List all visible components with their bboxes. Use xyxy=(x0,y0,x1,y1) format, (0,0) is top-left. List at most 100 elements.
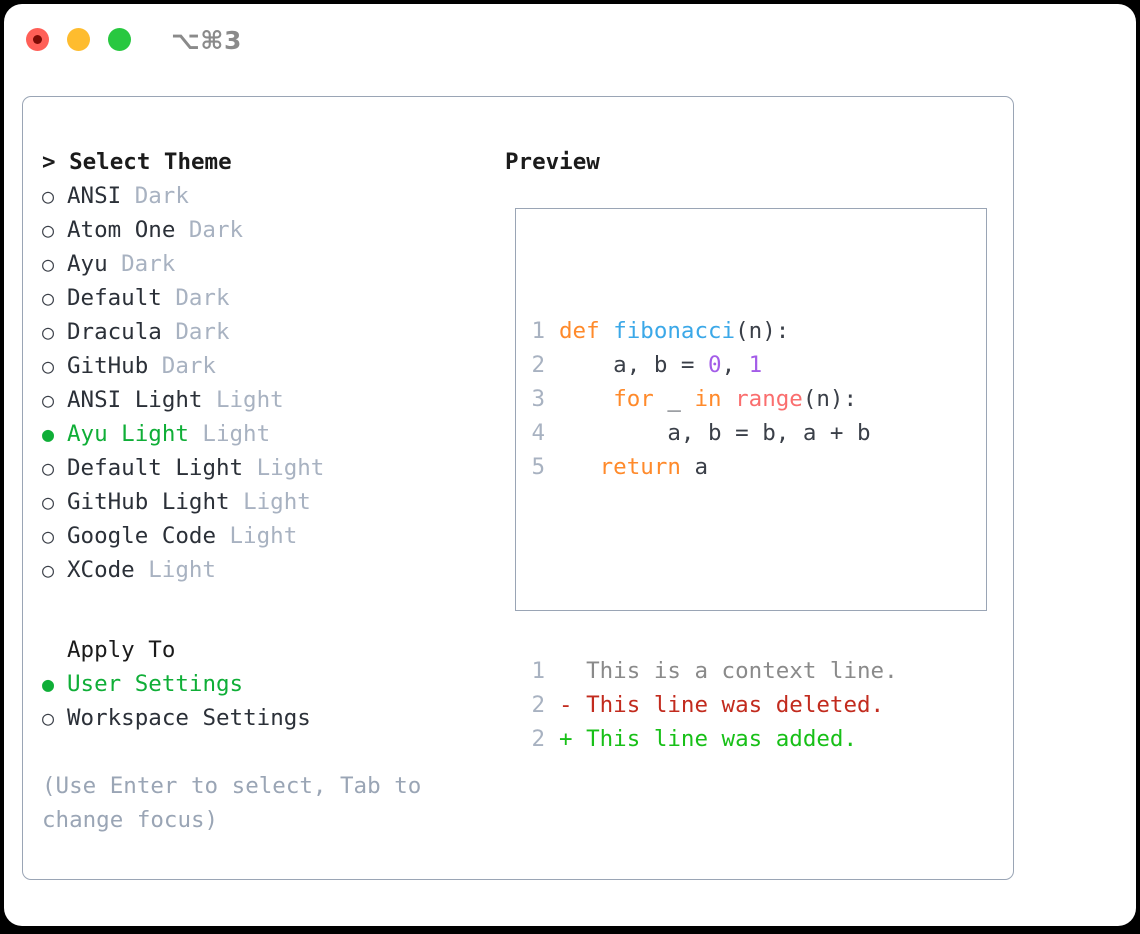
diff-line-text: - This line was deleted. xyxy=(559,692,885,718)
theme-option-label: ANSI xyxy=(67,183,122,209)
theme-option-tag: Dark xyxy=(161,353,216,379)
theme-option-tag: Light xyxy=(243,489,311,515)
apply-to-option[interactable]: ○ Workspace Settings xyxy=(42,701,472,735)
theme-option-label: XCode xyxy=(67,557,135,583)
code-token: return xyxy=(599,454,681,480)
theme-option[interactable]: ○ ANSI Dark xyxy=(42,179,472,213)
theme-option-label: ANSI Light xyxy=(67,387,203,413)
code-token xyxy=(722,386,736,412)
theme-option-tag: Dark xyxy=(175,319,230,345)
code-token: _ xyxy=(653,386,695,412)
line-number: 1 xyxy=(531,658,545,684)
hint-line-1: (Use Enter to select, Tab to xyxy=(42,773,422,799)
section-spacer xyxy=(42,587,472,633)
line-number: 5 xyxy=(531,454,545,480)
apply-to-list: ●User Settings ○ Workspace Settings xyxy=(42,667,472,735)
theme-option-tag: Dark xyxy=(175,285,230,311)
diff-line: 1 This is a context line. xyxy=(531,654,898,688)
minimize-window-icon[interactable] xyxy=(67,28,90,51)
code-blank-line xyxy=(531,552,898,586)
code-token: (n): xyxy=(735,318,790,344)
radio-unselected-icon: ○ xyxy=(42,184,55,208)
theme-option[interactable]: ○ Dracula Dark xyxy=(42,315,472,349)
apply-to-option-label: Workspace Settings xyxy=(67,705,311,731)
code-token: def xyxy=(559,318,600,344)
code-token: , xyxy=(721,352,749,378)
hint-spacer xyxy=(42,735,472,769)
radio-unselected-icon: ○ xyxy=(42,320,55,344)
title-bar: ⌥⌘3 xyxy=(4,4,1136,82)
line-number: 3 xyxy=(531,386,545,412)
code-token: fibonacci xyxy=(613,318,736,344)
theme-option-tag: Dark xyxy=(134,183,189,209)
theme-option-label: Ayu xyxy=(67,251,108,277)
theme-option[interactable]: ○ GitHub Dark xyxy=(42,349,472,383)
diff-line: 2 - This line was deleted. xyxy=(531,688,898,722)
code-line: 2 a, b = 0, 1 xyxy=(531,348,898,382)
apply-to-heading: Apply To xyxy=(67,637,176,663)
theme-option-label: GitHub xyxy=(67,353,149,379)
line-number: 2 xyxy=(531,726,545,752)
theme-option-tag: Light xyxy=(148,557,216,583)
code-token: in xyxy=(694,386,722,412)
theme-option-tag: Dark xyxy=(121,251,176,277)
radio-unselected-icon: ○ xyxy=(42,354,55,378)
radio-selected-icon: ● xyxy=(42,672,55,696)
radio-unselected-icon: ○ xyxy=(42,706,55,730)
radio-unselected-icon: ○ xyxy=(42,558,55,582)
theme-option-label: Google Code xyxy=(67,523,217,549)
preview-title: Preview xyxy=(505,149,600,175)
code-token: a, b = xyxy=(559,352,709,378)
code-line: 1 def fibonacci(n): xyxy=(531,314,898,348)
theme-option[interactable]: ○ Atom One Dark xyxy=(42,213,472,247)
theme-option-label: Default Light xyxy=(67,455,244,481)
diff-line-text: + This line was added. xyxy=(559,726,858,752)
radio-unselected-icon: ○ xyxy=(42,524,55,548)
theme-option-label: Ayu Light xyxy=(67,421,189,447)
code-line: 3 for _ in range(n): xyxy=(531,382,898,416)
theme-option-label: GitHub Light xyxy=(67,489,230,515)
line-number: 2 xyxy=(531,352,545,378)
line-number: 2 xyxy=(531,692,545,718)
code-token xyxy=(559,454,600,480)
theme-option[interactable]: ○ Ayu Dark xyxy=(42,247,472,281)
line-number: 4 xyxy=(531,420,545,446)
hint-line-2: change focus) xyxy=(42,807,219,833)
theme-option[interactable]: ○ XCode Light xyxy=(42,553,472,587)
code-token: (n): xyxy=(802,386,858,412)
close-window-icon[interactable] xyxy=(26,28,49,51)
preview-column: Preview xyxy=(505,145,995,179)
diff-line: 2 + This line was added. xyxy=(531,722,898,756)
zoom-window-icon[interactable] xyxy=(108,28,131,51)
radio-unselected-icon: ○ xyxy=(42,456,55,480)
code-token: 1 xyxy=(748,352,763,378)
code-token: for xyxy=(613,386,654,412)
radio-unselected-icon: ○ xyxy=(42,490,55,514)
keyboard-hint: (Use Enter to select, Tab to change focu… xyxy=(42,769,442,837)
code-token xyxy=(600,318,614,344)
line-number: 1 xyxy=(531,318,545,344)
radio-unselected-icon: ○ xyxy=(42,218,55,242)
window-controls xyxy=(26,28,131,51)
theme-option-label: Dracula xyxy=(67,319,162,345)
apply-to-option[interactable]: ●User Settings xyxy=(42,667,472,701)
theme-option-tag: Dark xyxy=(188,217,244,243)
radio-unselected-icon: ○ xyxy=(42,252,55,276)
keyboard-shortcut-label: ⌥⌘3 xyxy=(171,26,242,55)
theme-option-label: Atom One xyxy=(67,217,176,243)
diff-line-text: This is a context line. xyxy=(559,658,898,684)
theme-option[interactable]: ○ GitHub Light Light xyxy=(42,485,472,519)
code-token: range xyxy=(735,386,803,412)
